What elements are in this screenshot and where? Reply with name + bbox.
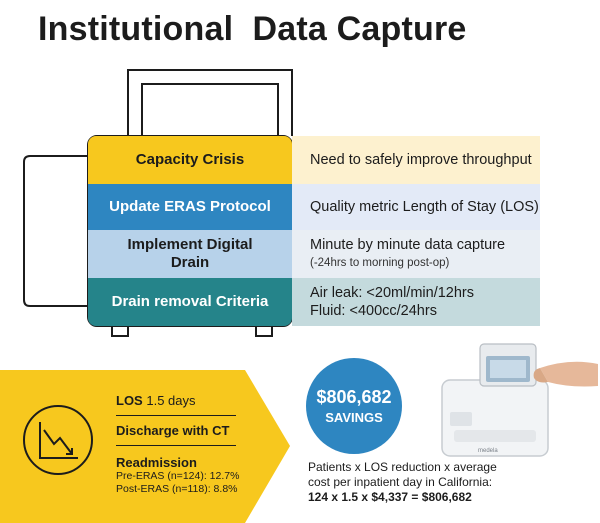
row-detail-text: Need to safely improve throughput <box>310 152 532 168</box>
row-digital-drain: Implement Digital Drain <box>88 230 292 278</box>
divider <box>116 415 236 416</box>
case-side-panel <box>23 155 88 307</box>
readmission-pre: Pre-ERAS (n=124): 12.7% <box>116 470 240 482</box>
row-digital-drain-detail: Minute by minute data capture (-24hrs to… <box>292 230 540 278</box>
trend-down-icon <box>23 405 93 475</box>
savings-label: SAVINGS <box>325 410 383 425</box>
readmission-post: Post-ERAS (n=118): 8.8% <box>116 483 238 495</box>
row-capacity-crisis: Capacity Crisis <box>88 136 292 184</box>
savings-badge: $806,682 SAVINGS <box>306 358 402 454</box>
readmission-title: Readmission <box>116 455 197 470</box>
row-label: Drain removal Criteria <box>111 293 269 310</box>
los-stats: LOS 1.5 days Discharge with CT Readmissi… <box>116 389 266 500</box>
readmission-block: Readmission Pre-ERAS (n=124): 12.7% Post… <box>116 449 266 500</box>
device-brand: medela <box>478 448 498 454</box>
los-line: LOS 1.5 days <box>116 389 266 412</box>
row-detail-text: Minute by minute data capture <box>310 237 506 253</box>
divider <box>116 445 236 446</box>
row-detail-text: Quality metric Length of Stay (LOS) <box>310 199 539 215</box>
row-update-eras-detail: Quality metric Length of Stay (LOS) <box>292 184 540 230</box>
row-drain-removal: Drain removal Criteria <box>88 278 292 326</box>
row-capacity-crisis-detail: Need to safely improve throughput <box>292 136 540 184</box>
results-arrow <box>0 370 290 523</box>
row-detail-subtext: (-24hrs to morning post-op) <box>310 257 450 269</box>
row-detail-text-2: Fluid: <400cc/24hrs <box>310 303 437 319</box>
formula-line-2: cost per inpatient day in California: <box>308 475 493 489</box>
discharge-label: Discharge with CT <box>116 423 230 438</box>
los-value: 1.5 days <box>146 393 196 408</box>
row-label: Implement Digital Drain <box>127 236 253 271</box>
row-update-eras: Update ERAS Protocol <box>88 184 292 230</box>
page-title: Institutional Data Capture <box>38 10 467 48</box>
row-label: Capacity Crisis <box>135 151 245 168</box>
digital-drain-device-image: medela <box>441 343 598 457</box>
discharge-line: Discharge with CT <box>116 419 266 442</box>
formula-line-1: Patients x LOS reduction x average <box>308 460 497 474</box>
row-label: Update ERAS Protocol <box>109 198 271 215</box>
case-handle <box>127 69 293 136</box>
row-detail-text: Air leak: <20ml/min/12hrs <box>310 285 474 301</box>
case-wheel-right <box>255 326 273 337</box>
formula-line-3: 124 x 1.5 x $4,337 = $806,682 <box>308 490 472 504</box>
los-label: LOS <box>116 393 143 408</box>
case-wheel-left <box>111 326 129 337</box>
savings-amount: $806,682 <box>316 387 392 407</box>
row-drain-removal-detail: Air leak: <20ml/min/12hrs Fluid: <400cc/… <box>292 278 540 326</box>
savings-formula: Patients x LOS reduction x average cost … <box>308 460 598 505</box>
